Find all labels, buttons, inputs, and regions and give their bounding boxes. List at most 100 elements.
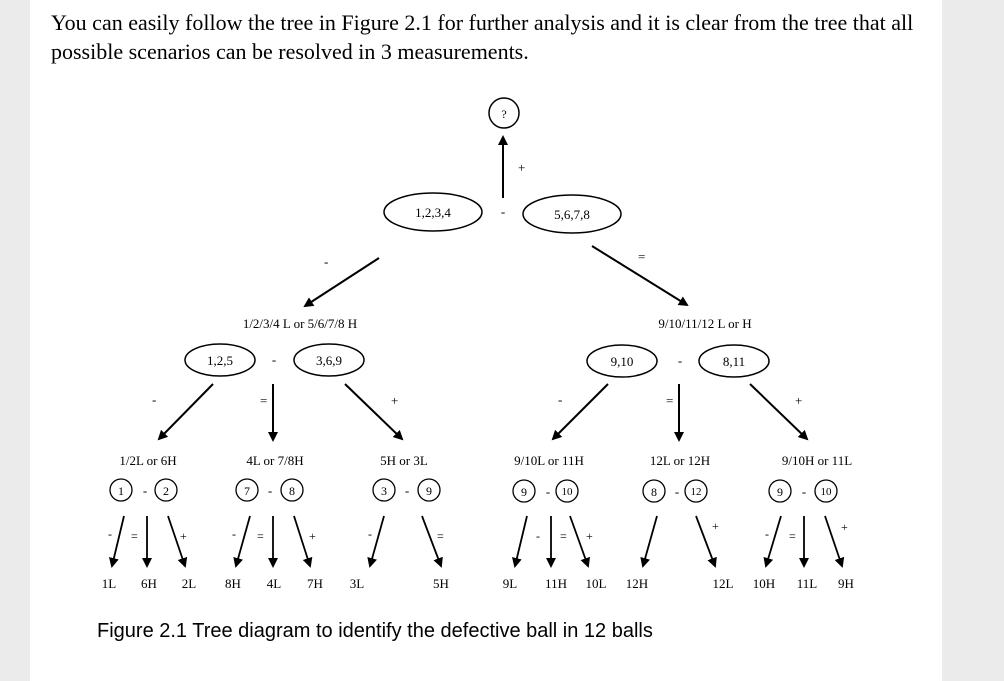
leaf-arrow-11 [569,515,590,568]
leaf-label-6: 7H [307,576,323,591]
sign-l1-right: = [638,249,645,264]
pair-6-separator: - [802,484,806,499]
arrow-l2-1 [157,383,214,441]
level2-right-label-b: 8,11 [723,354,745,369]
leaf-arrow-4 [233,515,251,568]
pair-1-circle-b [154,478,178,502]
outcome-label-1: 1/2L or 6H [119,453,176,468]
leaf-label-14: 10H [753,576,775,591]
pair-group-5: 8 - 12 [642,479,708,503]
arrow-l2-3 [344,383,404,441]
pair-3-circle-b [417,478,441,502]
group-label-right: 9/10/11/12 L or H [658,316,751,331]
leaf-label-9: 9L [503,576,518,591]
pair-4-circle-b [555,479,579,503]
outcome-label-3: 5H or 3L [380,453,428,468]
leaf-label-1: 1L [102,576,117,591]
pair-2-label-a: 7 [244,484,250,498]
pair-3-separator: - [405,483,409,498]
level2-left-label-a: 1,2,5 [207,353,233,368]
intro-paragraph: You can easily follow the tree in Figure… [51,10,914,64]
pair-group-6: 9 - 10 [768,479,838,503]
pair-1-separator: - [143,483,147,498]
sign-l2-4: - [558,392,562,407]
pair-2-label-b: 8 [289,484,295,498]
leaf-sign-7: - [368,527,372,541]
root-branch-sign: + [518,160,525,175]
leaf-sign-5: = [257,529,264,543]
pair-6-circle-b [814,479,838,503]
pair-4-label-a: 9 [521,485,527,499]
leaf-arrow-8 [421,515,443,568]
figure-caption: Figure 2.1 Tree diagram to identify the … [97,620,653,642]
leaf-arrow-12 [640,515,658,568]
pair-5-circle-a [642,479,666,503]
leaf-label-11: 10L [586,576,607,591]
pair-group-1: 1 - 2 [109,478,178,502]
leaf-label-5: 4L [267,576,282,591]
pair-4-label-b: 10 [562,486,574,498]
leaf-label-3: 2L [182,576,197,591]
group-label-left: 1/2/3/4 L or 5/6/7/8 H [243,316,357,331]
leaf-label-10: 11H [545,576,567,591]
sign-l2-1: - [152,392,156,407]
arrow-l2-4 [551,383,609,441]
outcome-label-5: 12L or 12H [650,453,710,468]
level2-right-separator: - [678,353,682,368]
leaf-label-2: 6H [141,576,157,591]
pair-5-separator: - [675,484,679,499]
pair-5-label-a: 8 [651,485,657,499]
leaf-sign-4: - [232,527,236,541]
leaf-sign-2: = [131,529,138,543]
pair-3-circle-a [372,478,396,502]
pair-1-label-a: 1 [118,484,124,498]
leaf-label-7: 3L [350,576,365,591]
leaf-arrow-7 [367,515,385,568]
level2-right-oval-a [586,344,658,378]
level2-right-label-a: 9,10 [611,354,634,369]
pair-1-circle-a [109,478,133,502]
pair-group-3: 3 - 9 [372,478,441,502]
leaf-arrow-1 [109,515,125,568]
level1-left-label: 1,2,3,4 [415,205,451,220]
leaf-arrow-16 [824,515,845,568]
outcome-label-4: 9/10L or 11H [514,453,584,468]
sign-l2-6: + [795,393,802,408]
pair-5-label-b: 12 [691,486,702,498]
leaf-sign-10: = [560,529,567,543]
root-node [488,97,520,129]
leaf-sign-15: = [789,529,796,543]
leaf-arrow-9 [512,515,528,568]
arrow-l1-right [591,245,689,307]
outcome-label-6: 9/10H or 11L [782,453,852,468]
pair-2-circle-b [280,478,304,502]
leaf-sign-3: + [180,529,187,543]
leaf-sign-6: + [309,529,316,543]
pair-group-4: 9 - 10 [512,479,579,503]
level2-left-oval-b [293,343,365,377]
pair-4-separator: - [546,484,550,499]
pair-3-label-a: 3 [381,484,387,498]
sign-l2-3: + [391,393,398,408]
leaf-arrow-3 [167,515,188,568]
arrow-l2-6 [749,383,809,441]
pair-3-label-b: 9 [426,484,432,498]
leaf-label-12: 12H [626,576,648,591]
leaf-arrow-13 [695,515,717,568]
leaf-label-8: 5H [433,576,449,591]
sign-l2-5: = [666,393,673,408]
leaf-sign-11: + [586,529,593,543]
leaf-label-15: 11L [797,576,818,591]
pair-2-separator: - [268,483,272,498]
leaf-sign-14: - [765,527,769,541]
pair-group-2: 7 - 8 [235,478,304,502]
leaf-label-16: 9H [838,576,854,591]
outcome-label-2: 4L or 7/8H [246,453,303,468]
leaf-arrow-6 [293,515,313,568]
pair-4-circle-a [512,479,536,503]
root-node-label: ? [501,107,506,121]
leaf-sign-8: = [437,529,444,543]
level1-left-oval [383,192,483,232]
sign-l2-2: = [260,393,267,408]
